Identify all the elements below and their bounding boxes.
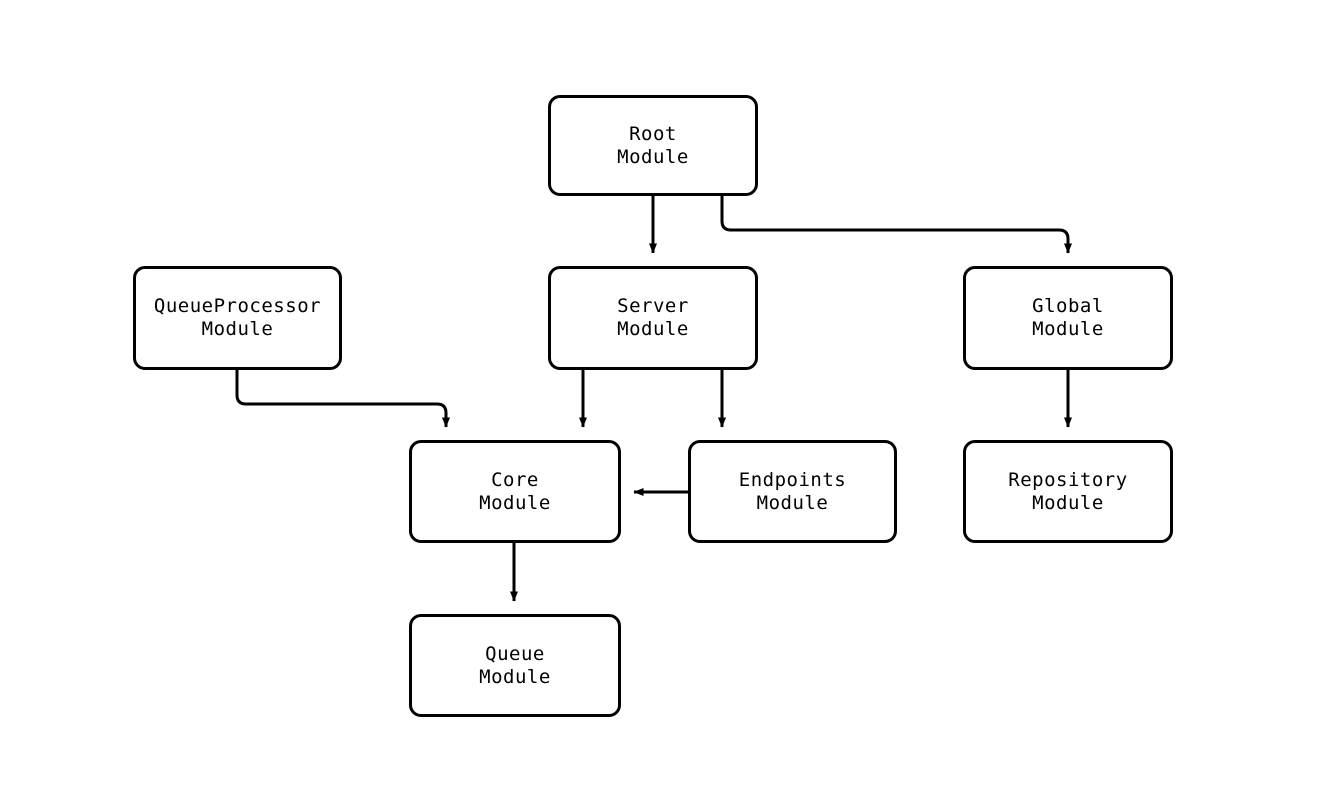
node-label-primary: QueueProcessor — [153, 295, 322, 317]
node-label-primary: Repository — [1008, 468, 1128, 491]
node-label-secondary: Module — [617, 318, 689, 340]
node-label-secondary: Module — [756, 491, 829, 514]
edge-queueprocessor-to-core — [235, 370, 450, 428]
edges-group — [235, 196, 1072, 602]
node-label-primary: Server — [617, 295, 689, 317]
edge-root-to-global — [720, 196, 1072, 254]
node-label-secondary: Module — [617, 145, 689, 168]
node-label-secondary: Module — [201, 318, 274, 340]
node-label-secondary: Module — [1032, 318, 1104, 340]
node-label-secondary: Module — [1032, 491, 1104, 514]
node-label-primary: Core — [491, 468, 539, 491]
node-label-primary: Queue — [485, 642, 545, 665]
node-label-primary: Root — [629, 122, 677, 145]
node-label-primary: Global — [1032, 295, 1104, 317]
node-label-secondary: Module — [479, 665, 551, 688]
node-label-primary: Endpoints — [738, 468, 847, 491]
node-label-secondary: Module — [479, 491, 551, 514]
